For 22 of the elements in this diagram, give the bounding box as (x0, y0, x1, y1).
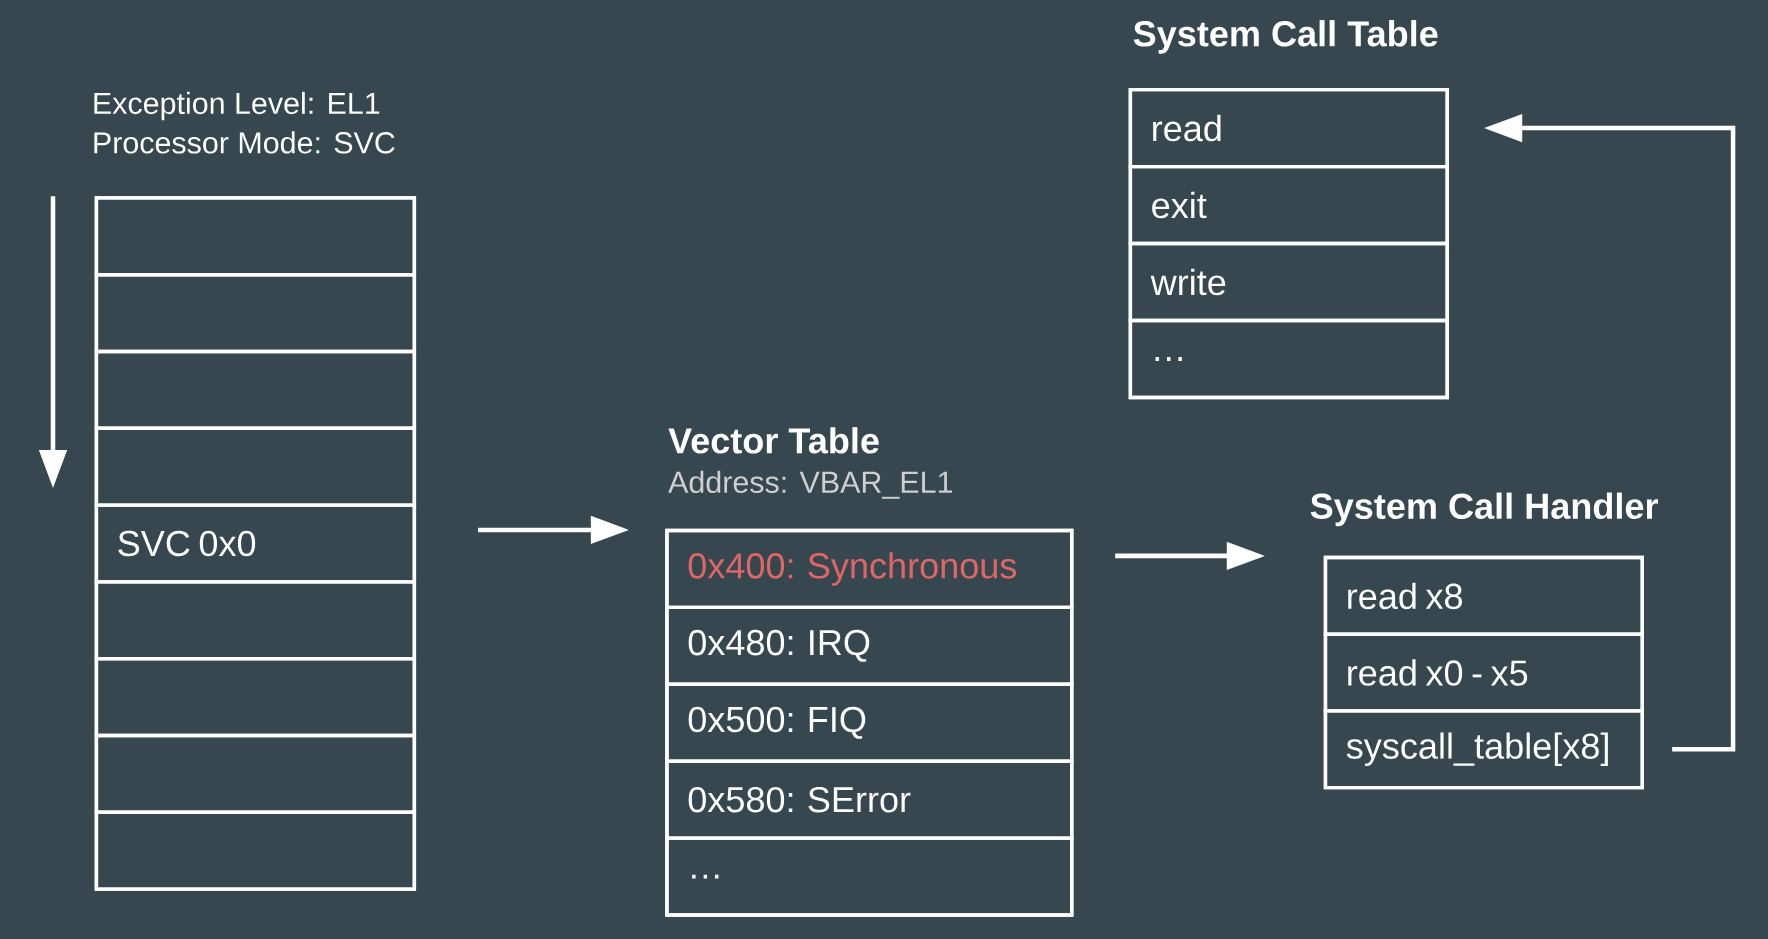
table-title: Vector Table (668, 427, 879, 454)
table-cell: 0x500: FIQ (665, 682, 1074, 763)
empty-cell (94, 810, 417, 891)
empty-cell (94, 733, 417, 814)
table-cell: exit (1128, 164, 1449, 246)
table-cell: syscall_table[x8] (1323, 709, 1644, 790)
table-title: System Call Handler (1310, 492, 1658, 527)
table-cell: SVC 0x0 (94, 503, 417, 584)
table-cell: … (665, 836, 1074, 917)
heading-text: Exception Level: EL1 (94, 91, 380, 121)
table-cell: read x0 - x5 (1323, 632, 1644, 713)
heading-text: Processor Mode: SVC (94, 131, 395, 154)
table-cell: write (1128, 241, 1449, 323)
heading-text: Address: VBAR_EL1 (668, 470, 952, 499)
table-cell: 0x480: IRQ (665, 605, 1074, 686)
table-cell: 0x400: Synchronous (665, 528, 1074, 609)
table-cell: … (1128, 318, 1449, 400)
empty-cell (94, 349, 417, 430)
table-cell: read x8 (1323, 555, 1644, 636)
table-cell: 0x580: SError (665, 759, 1074, 840)
table-cell: read (1128, 87, 1449, 169)
table-title: System Call Table (1133, 20, 1438, 54)
